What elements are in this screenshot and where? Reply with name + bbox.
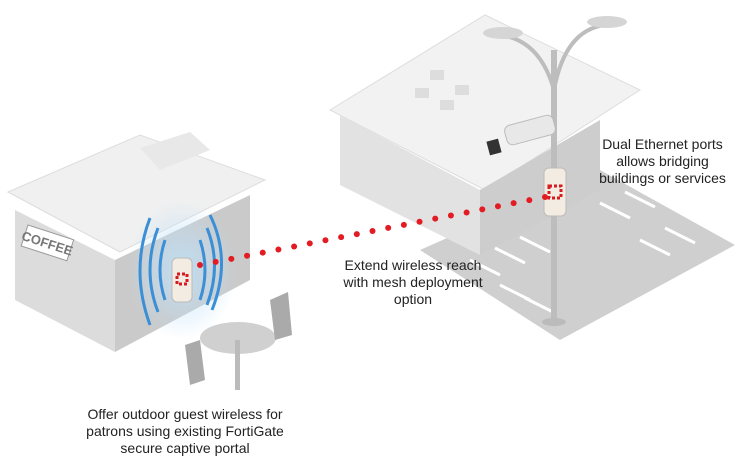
link-dot xyxy=(510,200,517,207)
caption-mesh: Extend wireless reach with mesh deployme… xyxy=(333,257,493,308)
wifi-waves-icon xyxy=(138,214,224,326)
caption-line: buildings or services xyxy=(599,170,726,186)
caption-line: patrons using existing FortiGate xyxy=(86,423,284,439)
caption-guest: Offer outdoor guest wireless for patrons… xyxy=(65,406,305,457)
link-dot xyxy=(479,206,486,213)
link-dot xyxy=(244,252,251,259)
link-dot xyxy=(416,218,423,225)
mesh-link-dotted-line xyxy=(197,194,548,268)
link-dot xyxy=(212,258,219,265)
caption-line: secure captive portal xyxy=(120,440,250,456)
link-dot xyxy=(291,243,298,250)
outdoor-access-point-left xyxy=(171,257,193,303)
patio-furniture xyxy=(185,292,292,390)
link-dot xyxy=(228,255,235,262)
caption-line: Extend wireless reach xyxy=(344,257,482,273)
link-dot xyxy=(494,203,501,210)
link-dot xyxy=(542,194,548,200)
parking-lot xyxy=(420,170,735,340)
link-dot xyxy=(259,249,266,256)
caption-bridging: Dual Ethernet ports allows bridging buil… xyxy=(585,136,740,187)
link-dot xyxy=(400,221,407,228)
link-dot xyxy=(353,231,360,238)
link-dot xyxy=(463,209,470,216)
link-dot xyxy=(385,224,392,231)
caption-line: Offer outdoor guest wireless for xyxy=(87,406,283,422)
outdoor-access-point-right xyxy=(543,167,567,217)
link-dot xyxy=(197,262,203,268)
link-dot xyxy=(526,197,533,204)
link-dot xyxy=(369,228,376,234)
security-camera xyxy=(486,114,556,156)
link-dot xyxy=(447,212,454,219)
link-dot xyxy=(275,246,282,253)
caption-line: with mesh deployment xyxy=(343,274,483,290)
link-dot xyxy=(322,237,329,244)
link-dot xyxy=(338,234,345,241)
caption-line: Dual Ethernet ports xyxy=(602,136,723,152)
link-dot xyxy=(306,240,313,247)
link-dot xyxy=(432,215,439,222)
caption-line: allows bridging xyxy=(616,153,709,169)
caption-line: option xyxy=(393,291,433,307)
